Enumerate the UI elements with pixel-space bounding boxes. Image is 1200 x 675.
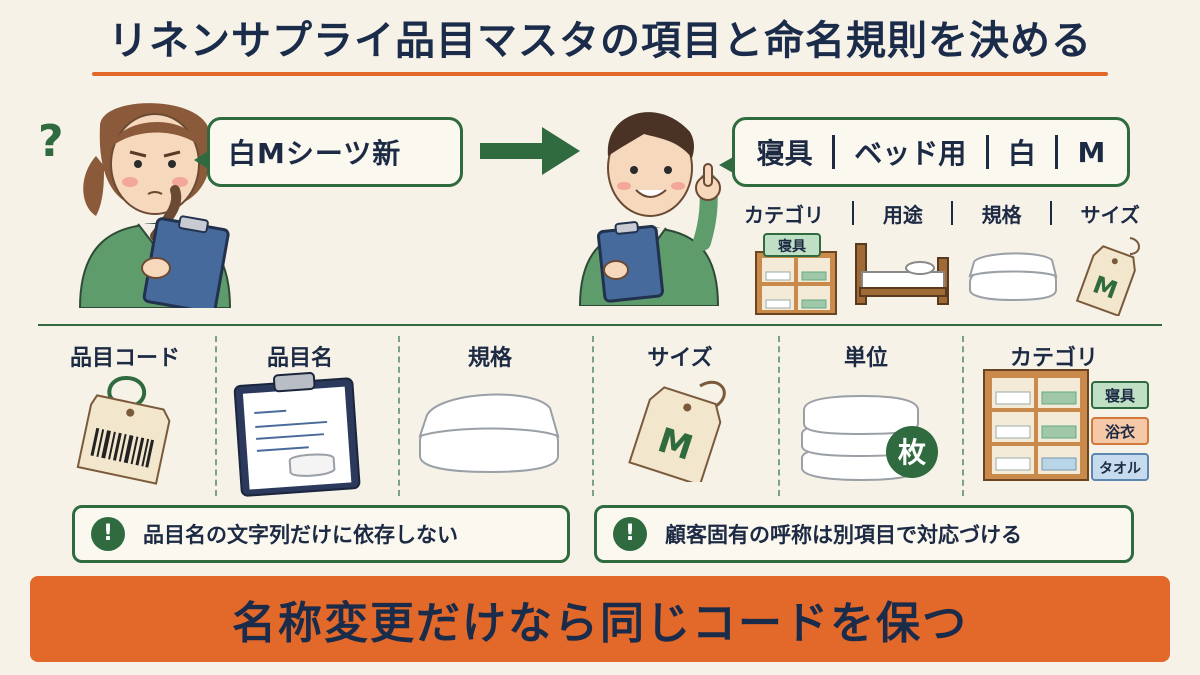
size-tag-icon: M: [628, 380, 726, 482]
arrow-right-icon: [480, 127, 580, 175]
after-name-bubble: 寝具 ベッド用 白 M: [719, 117, 1130, 187]
column-separator: [398, 336, 400, 496]
after-name-part: 白: [1007, 137, 1036, 170]
separator: [831, 135, 835, 169]
category-tag-text: 寝具: [1105, 387, 1135, 405]
column-separator: [962, 336, 964, 496]
after-name-part: 寝具: [756, 137, 813, 170]
column-label-category: カテゴリ: [1009, 346, 1098, 371]
column-separator: [592, 336, 594, 496]
separator: [985, 135, 989, 169]
exclamation-icon: !: [613, 517, 647, 551]
field-label: カテゴリ: [744, 202, 824, 227]
field-labels: カテゴリ 用途 規格 サイズ: [744, 198, 1140, 228]
separator: [852, 201, 855, 225]
confused-worker-illustration: [78, 103, 232, 308]
note-text: 顧客固有の呼称は別項目で対応づける: [665, 523, 1022, 547]
field-label: 用途: [882, 202, 923, 227]
barcode-tag-icon: [76, 375, 171, 485]
section-divider: [38, 324, 1162, 326]
shelf-tag-text: 寝具: [778, 238, 806, 255]
folded-sheet-icon: [968, 252, 1058, 302]
field-label: サイズ: [1080, 202, 1140, 227]
folded-linen-icon: [418, 393, 560, 474]
clipboard-icon: [233, 372, 361, 497]
category-tag-text: 浴衣: [1105, 423, 1135, 441]
note-text: 品目名の文字列だけに依存しない: [143, 523, 458, 547]
column-label-unit: 単位: [843, 346, 888, 371]
before-name-bubble: 白Mシーツ新: [194, 117, 463, 187]
exclamation-icon: !: [91, 517, 125, 551]
column-separator: [778, 336, 780, 496]
stacked-linen-icon: 枚: [801, 394, 938, 482]
column-label-spec: 規格: [467, 346, 512, 371]
title-underline: [92, 72, 1108, 76]
after-name-part: M: [1077, 135, 1106, 169]
field-label: 規格: [981, 202, 1022, 227]
small-size-tag-icon: M: [1075, 237, 1140, 316]
separator: [951, 201, 954, 225]
question-mark-icon: ?: [38, 116, 64, 167]
shelf-icon: 寝具 浴衣 タオル: [983, 369, 1149, 481]
before-name-text: 白Mシーツ新: [228, 137, 402, 170]
bed-icon: [855, 243, 949, 305]
column-separator: [215, 336, 217, 496]
separator: [1055, 135, 1059, 169]
column-label-item-name: 品目名: [266, 346, 333, 371]
small-shelf-icon: 寝具: [755, 233, 837, 315]
note-box: ! 顧客固有の呼称は別項目で対応づける: [594, 505, 1134, 563]
separator: [1050, 201, 1053, 225]
column-label-item-code: 品目コード: [69, 346, 180, 371]
after-name-part: ベッド用: [854, 137, 967, 170]
page-title: リネンサプライ品目マスタの項目と命名規則を決める: [108, 18, 1092, 64]
column-label-size: サイズ: [647, 346, 713, 371]
smiling-worker-illustration: [578, 112, 721, 306]
note-box: ! 品目名の文字列だけに依存しない: [72, 505, 570, 563]
conclusion-banner: 名称変更だけなら同じコードを保つ: [30, 576, 1170, 662]
category-tag-text: タオル: [1099, 461, 1141, 477]
unit-badge-text: 枚: [898, 436, 926, 469]
